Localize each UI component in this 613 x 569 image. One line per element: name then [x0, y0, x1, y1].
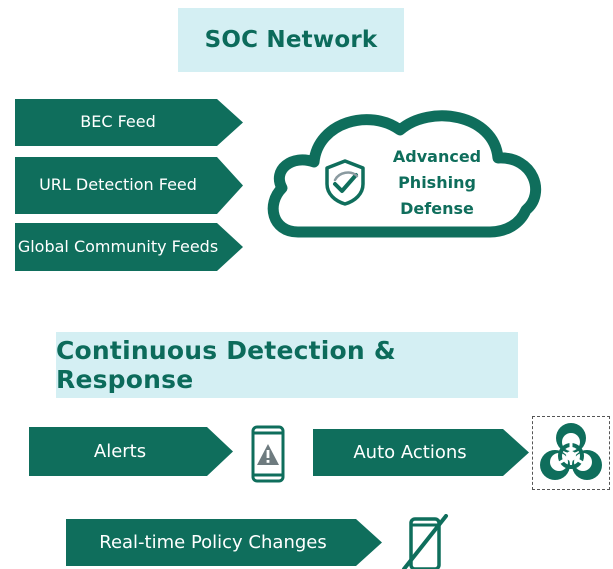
feed-arrow-bec: BEC Feed	[15, 99, 243, 146]
feed-label: Global Community Feeds	[17, 237, 219, 256]
soc-network-title: SOC Network	[178, 8, 404, 72]
cloud-label: Advanced Phishing Defense	[392, 147, 482, 218]
shield-check-icon	[325, 159, 365, 206]
alerts-label: Alerts	[93, 440, 147, 462]
policy-changes-label: Real-time Policy Changes	[99, 531, 327, 553]
feed-arrow-global-community: Global Community Feeds	[15, 223, 243, 271]
phone-blocked-icon	[402, 514, 448, 569]
biohazard-icon	[540, 423, 602, 480]
biohazard-icon-frame	[532, 416, 610, 490]
feed-label: BEC Feed	[80, 112, 156, 132]
policy-changes-arrow: Real-time Policy Changes	[66, 519, 382, 566]
feed-label: URL Detection Feed	[39, 175, 197, 195]
phone-warning-icon	[251, 425, 285, 483]
feed-arrow-url-detection: URL Detection Feed	[15, 157, 243, 214]
auto-actions-arrow: Auto Actions	[313, 429, 529, 476]
cdr-title: Continuous Detection & Response	[56, 332, 518, 398]
auto-actions-label: Auto Actions	[353, 441, 467, 463]
alerts-arrow: Alerts	[29, 427, 233, 476]
